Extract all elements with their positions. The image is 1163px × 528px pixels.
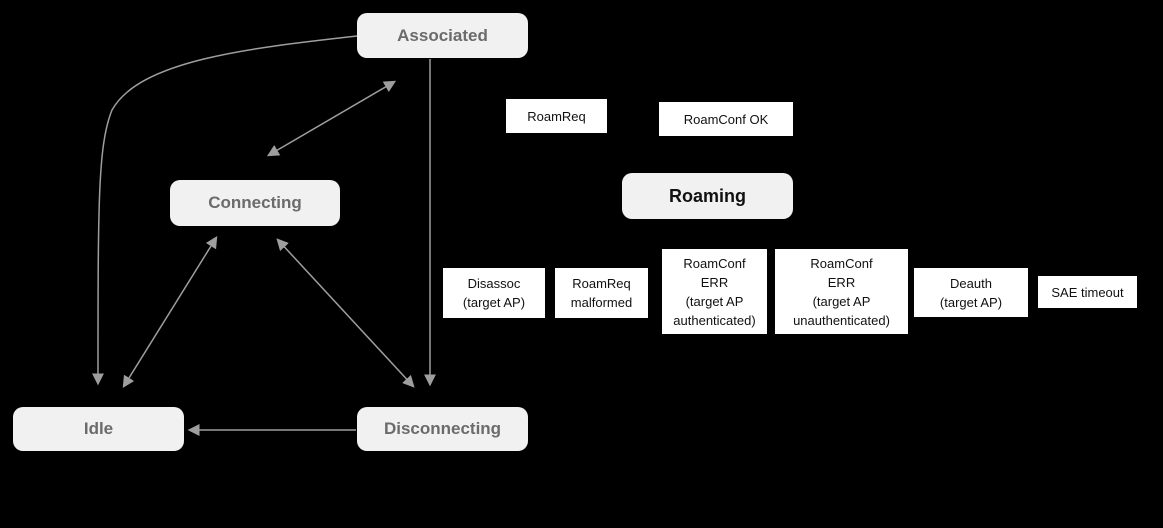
event-label-deauth-target-ap: Deauth (target AP) — [914, 268, 1028, 317]
edge-associated-to-idle — [92, 35, 358, 386]
state-roaming: Roaming — [622, 173, 793, 219]
event-label-sae-timeout: SAE timeout — [1038, 276, 1137, 308]
event-label-roamconf-err-unauthenticated: RoamConf ERR (target AP unauthenticated) — [775, 249, 908, 334]
state-idle: Idle — [13, 407, 184, 451]
state-associated: Associated — [357, 13, 528, 58]
edge-connecting-disconnecting — [276, 238, 415, 388]
event-label-roamreq-malformed: RoamReq malformed — [555, 268, 648, 318]
state-disconnecting: Disconnecting — [357, 407, 528, 451]
state-connecting: Connecting — [170, 180, 340, 226]
event-label-roamconf-err-authenticated: RoamConf ERR (target AP authenticated) — [662, 249, 767, 334]
event-label-roamconf-ok: RoamConf OK — [659, 102, 793, 136]
event-label-roamreq: RoamReq — [506, 99, 607, 133]
event-label-disassoc-target-ap: Disassoc (target AP) — [443, 268, 545, 318]
edge-associated-connecting — [266, 80, 397, 157]
edge-connecting-idle — [122, 235, 218, 389]
